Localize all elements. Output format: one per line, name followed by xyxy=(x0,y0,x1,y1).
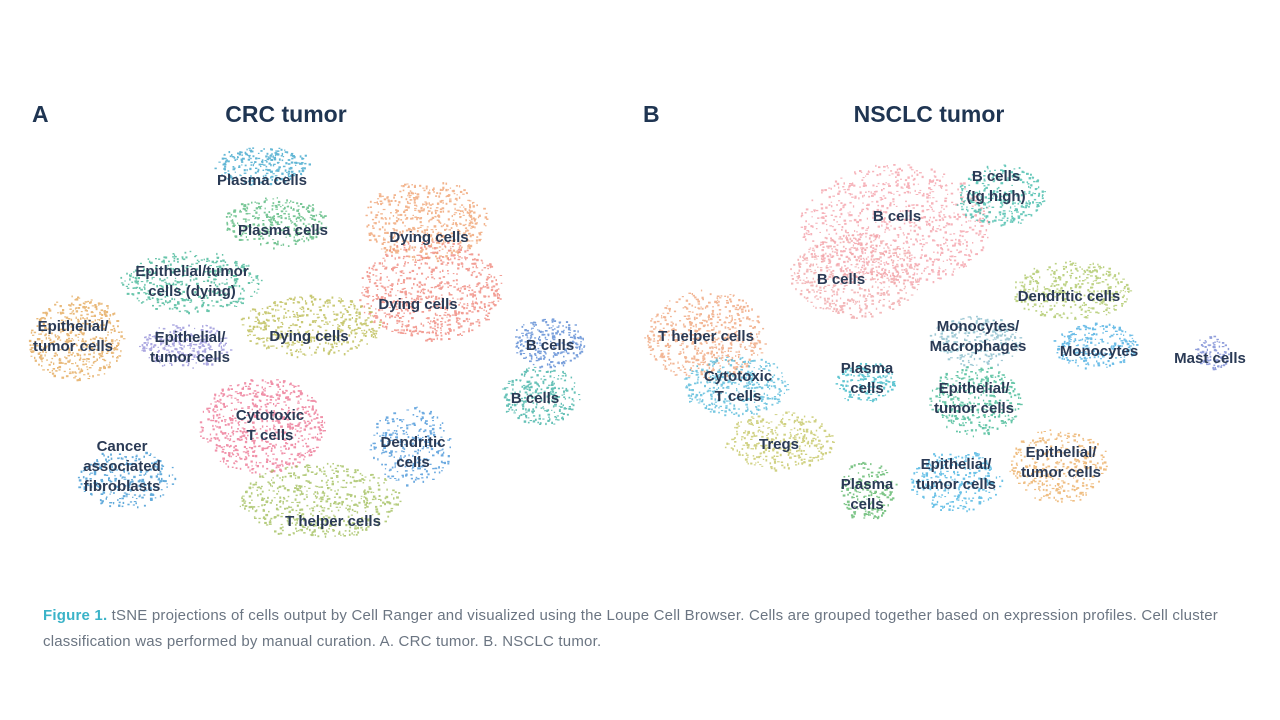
cluster-points xyxy=(28,295,126,382)
cluster-label: Mast cells xyxy=(1174,350,1246,367)
cluster-points xyxy=(835,362,896,403)
figure-label: Figure 1. xyxy=(43,607,108,624)
cluster-points xyxy=(120,250,263,315)
cluster-points xyxy=(77,451,177,509)
figure-caption: Figure 1. tSNE projections of cells outp… xyxy=(43,603,1243,655)
cluster-label: Epithelial/tumor cells xyxy=(33,318,113,355)
cluster-label: Epithelial/tumor cells xyxy=(1021,444,1101,481)
cluster-label: Dying cells xyxy=(269,328,348,345)
cluster-points xyxy=(225,197,328,250)
cluster-points xyxy=(683,356,790,417)
panel-a-letter: A xyxy=(32,101,49,127)
cluster-points xyxy=(1014,260,1133,320)
cluster-label: B cells xyxy=(873,208,921,225)
cluster-label: B cells xyxy=(526,337,574,354)
cluster-label: B cells(Ig high) xyxy=(966,168,1025,205)
cluster-label: T helper cells xyxy=(285,513,381,530)
cluster-points xyxy=(139,324,233,369)
cluster-label: Epithelial/tumor cells xyxy=(916,456,996,493)
cluster-label: T helper cells xyxy=(658,328,754,345)
cluster-points xyxy=(1053,322,1139,370)
cluster-label: B cells xyxy=(511,390,559,407)
cluster-label: Plasma cells xyxy=(238,222,328,239)
cluster-label: Monocytes/Macrophages xyxy=(930,318,1027,355)
cluster-label: B cells xyxy=(817,271,865,288)
cluster-label: Dendritic cells xyxy=(1018,288,1121,305)
cluster-points xyxy=(800,164,991,286)
panel-b-title: NSCLC tumor xyxy=(853,101,1005,127)
cluster-points xyxy=(1009,429,1108,503)
cluster-points xyxy=(644,289,767,382)
cluster-points xyxy=(929,366,1023,438)
cluster-points xyxy=(239,462,402,538)
cluster-label: Epithelial/tumor cells xyxy=(934,380,1014,417)
cluster-points xyxy=(724,411,835,472)
cluster-points xyxy=(359,240,503,342)
cluster-points xyxy=(956,164,1046,227)
cluster-points xyxy=(502,366,581,426)
cluster-label: Epithelial/tumor cells xyxy=(150,329,230,366)
cluster-points xyxy=(240,294,382,359)
cluster-label: Tregs xyxy=(759,436,799,453)
cluster-points xyxy=(910,452,1004,513)
cluster-points xyxy=(1195,335,1230,371)
panel-a-title: CRC tumor xyxy=(225,101,347,127)
cluster-points xyxy=(790,234,923,319)
cluster-label: Dying cells xyxy=(378,296,457,313)
cluster-points xyxy=(214,147,311,186)
panel-b-clusters: B cells B cells(Ig high) B cellsDendritic … xyxy=(644,164,1246,520)
panel-b-letter: B xyxy=(643,101,660,127)
cluster-points xyxy=(369,406,452,487)
cluster-points xyxy=(840,461,898,520)
cluster-points xyxy=(199,379,326,476)
cluster-points xyxy=(929,315,1023,369)
caption-text: tSNE projections of cells output by Cell… xyxy=(43,607,1219,650)
cluster-label: Dying cells xyxy=(389,229,468,246)
cluster-points xyxy=(365,182,489,263)
cluster-label: Plasma cells xyxy=(217,172,307,189)
cluster-label: Monocytes xyxy=(1060,343,1138,360)
cluster-points xyxy=(515,318,586,369)
